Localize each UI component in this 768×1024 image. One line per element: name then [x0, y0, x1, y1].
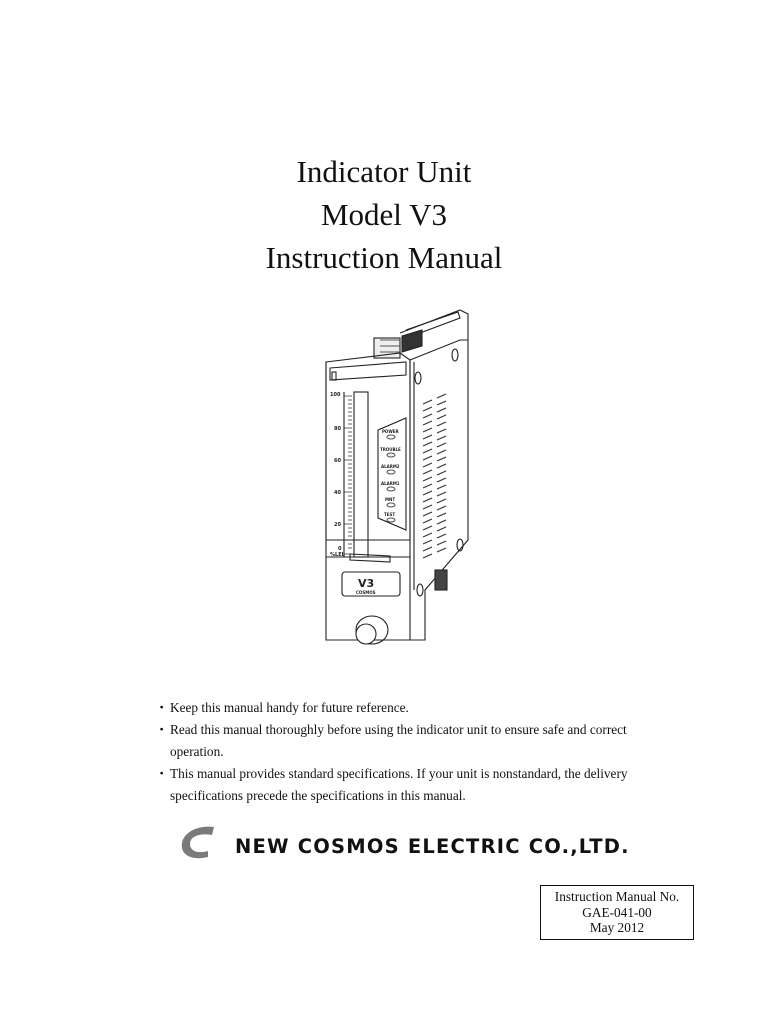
indicator-mnt: MNT	[385, 497, 395, 502]
bullet: ・	[155, 722, 169, 737]
indicator-alarm1: ALARM1	[381, 481, 400, 486]
indicator-power: POWER	[382, 429, 399, 434]
note-text: Read this manual thoroughly before using…	[170, 722, 627, 759]
indicator-test: TEST	[384, 512, 395, 517]
note-text: This manual provides standard specificat…	[170, 766, 628, 803]
title-line-3: Instruction Manual	[265, 240, 503, 275]
scale-label-0: 0	[338, 546, 342, 552]
manual-date: May 2012	[589, 920, 645, 935]
note-text: Keep this manual handy for future refere…	[170, 700, 409, 715]
scale-label-60: 60	[334, 458, 341, 464]
note-item: ・ This manual provides standard specific…	[152, 763, 632, 807]
indicator-unit-illustration: 100 80 60 40 20 0 %LEL POWER TROUBLE ALA…	[310, 300, 490, 670]
manual-label: Instruction Manual No.	[554, 889, 680, 904]
scale-label-100: 100	[330, 392, 341, 398]
notes-list: ・ Keep this manual handy for future refe…	[152, 697, 632, 807]
title-line-1: Indicator Unit	[296, 154, 472, 189]
company-name: NEW COSMOS ELECTRIC CO.,LTD.	[235, 835, 630, 858]
indicator-trouble: TROUBLE	[380, 447, 401, 452]
bullet: ・	[155, 766, 169, 781]
indicator-alarm2: ALARM2	[381, 464, 400, 469]
scale-label-40: 40	[334, 490, 341, 496]
manual-info-box: Instruction Manual No. GAE-041-00 May 20…	[540, 885, 694, 940]
scale-unit: %LEL	[330, 552, 346, 558]
scale-label-20: 20	[334, 522, 341, 528]
scale-label-80: 80	[334, 426, 341, 432]
model-badge: V3	[358, 577, 374, 590]
brand-badge: COSMOS	[356, 590, 376, 595]
bullet: ・	[155, 700, 169, 715]
company-logo: NEW COSMOS ELECTRIC CO.,LTD.	[178, 820, 629, 870]
manual-number: GAE-041-00	[582, 904, 652, 920]
note-item: ・ Read this manual thoroughly before usi…	[152, 719, 632, 763]
note-item: ・ Keep this manual handy for future refe…	[152, 697, 632, 719]
cosmos-c-logo-icon	[181, 826, 214, 859]
document-title: Indicator Unit Model V3 Instruction Manu…	[0, 150, 768, 279]
indicator-unit-drawing: 100 80 60 40 20 0 %LEL POWER TROUBLE ALA…	[325, 309, 469, 645]
title-line-2: Model V3	[320, 197, 447, 232]
